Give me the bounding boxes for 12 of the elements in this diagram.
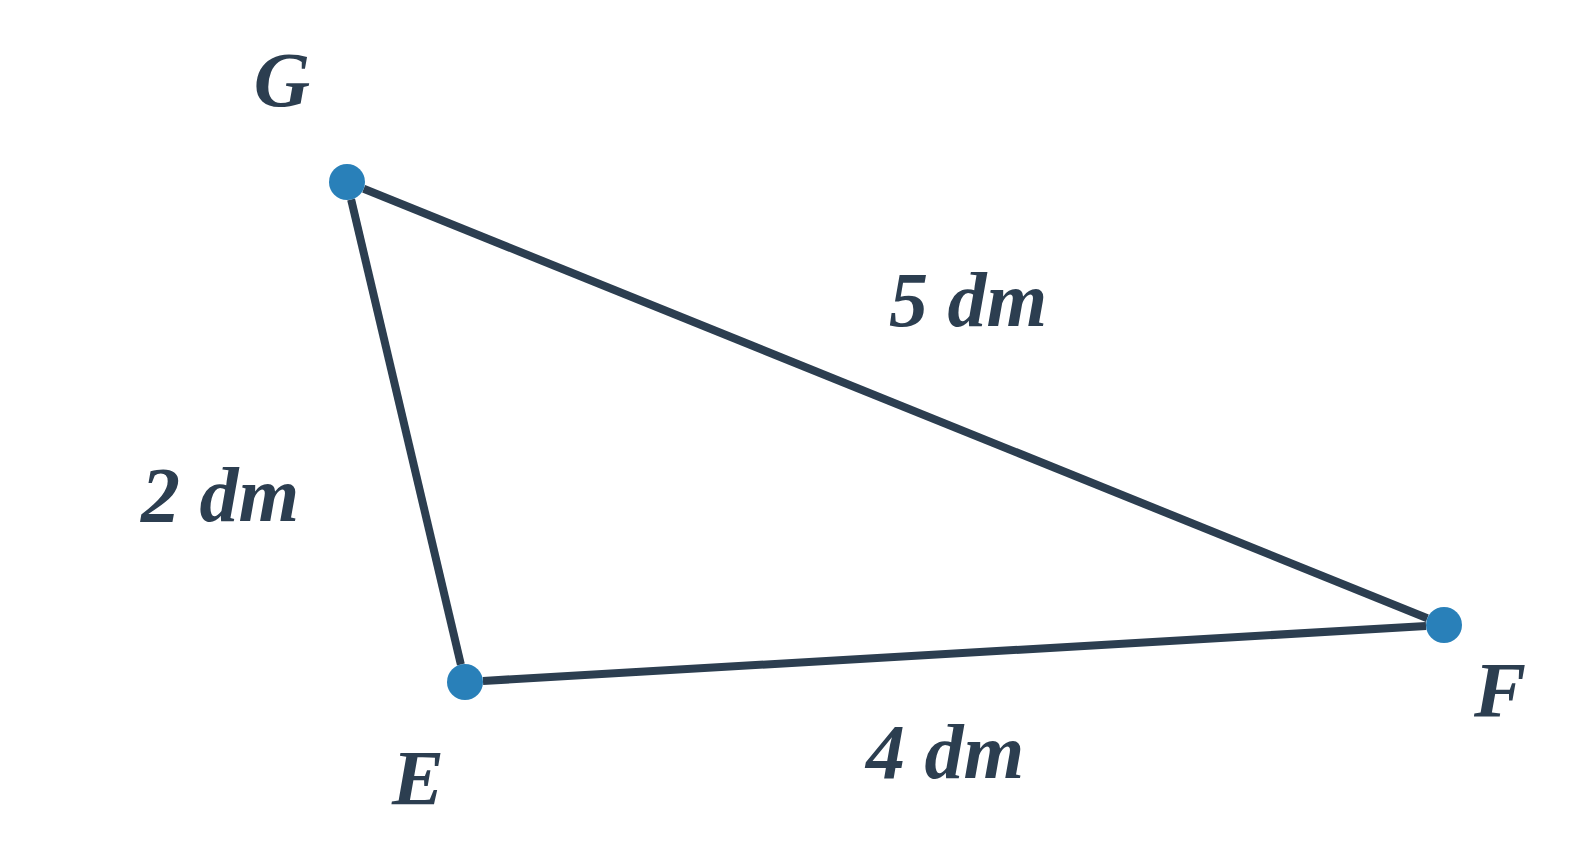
vertex-point: [447, 664, 483, 700]
vertex-label: F: [1474, 651, 1526, 729]
side-length-label: 5 dm: [888, 261, 1048, 339]
triangle-side: [362, 185, 1429, 622]
vertex-label: E: [392, 739, 444, 817]
vertex-point: [1426, 607, 1462, 643]
triangle-side: [347, 198, 465, 666]
side-length-label: 4 dm: [865, 713, 1025, 791]
side-length-label: 2 dm: [140, 456, 300, 534]
vertex-point: [329, 164, 365, 200]
triangle-side: [482, 622, 1427, 685]
vertex-label: G: [253, 41, 311, 119]
